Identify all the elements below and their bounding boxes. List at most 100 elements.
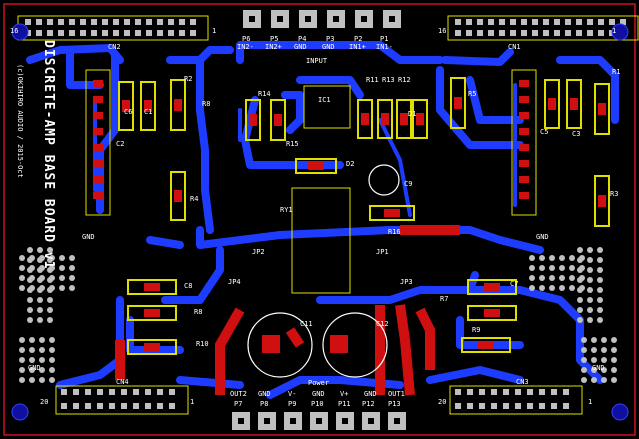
component-body (357, 99, 373, 139)
perf-grid (19, 247, 617, 383)
grid-hole (49, 357, 55, 363)
power-pin-name: GND (258, 390, 271, 398)
header-pin (503, 403, 509, 409)
header-pin (93, 160, 103, 167)
terminal-hole (264, 418, 270, 424)
header-pin (113, 30, 119, 36)
grid-hole (587, 277, 593, 283)
input-label: INPUT (306, 57, 328, 65)
grid-hole (29, 377, 35, 383)
part-label: JP4 (228, 278, 241, 286)
grid-hole (47, 307, 53, 313)
grid-hole (539, 275, 545, 281)
component-pad (381, 113, 389, 125)
copper-layer (115, 225, 460, 396)
grid-hole (69, 285, 75, 291)
grid-hole (539, 265, 545, 271)
power-label: Power (308, 379, 330, 387)
grid-hole (37, 317, 43, 323)
component-body (140, 81, 156, 131)
header-pin (598, 30, 604, 36)
header-pin (146, 30, 152, 36)
power-pin-id: P12 (362, 400, 375, 408)
board-edge (3, 3, 636, 436)
grid-hole (27, 277, 33, 283)
component-body (127, 305, 177, 321)
part-label: JP2 (252, 248, 265, 256)
header-pin (69, 19, 75, 25)
header-pin (157, 19, 163, 25)
grid-hole (19, 265, 25, 271)
part-label: C9 (404, 180, 413, 188)
part-label: R4 (190, 195, 199, 203)
header-pin (93, 192, 103, 199)
grid-hole (597, 277, 603, 283)
header-pin (73, 389, 79, 395)
component-body (170, 171, 186, 221)
grid-hole (549, 285, 555, 291)
header-pin (190, 30, 196, 36)
grid-hole (611, 357, 617, 363)
part-label: C12 (376, 320, 389, 328)
header-pin (157, 403, 163, 409)
part-label: R1 (612, 68, 621, 76)
grid-hole (49, 347, 55, 353)
grid-hole (39, 377, 45, 383)
terminal-hole (305, 16, 311, 22)
component-pad (548, 98, 556, 110)
header-pin (466, 30, 472, 36)
component-body (467, 305, 517, 321)
header-pin (97, 403, 103, 409)
header-pin (93, 112, 103, 119)
header-pin (93, 96, 103, 103)
component-pad (416, 113, 424, 125)
input-pin-label: P6 (242, 35, 251, 43)
grid-hole (47, 297, 53, 303)
header-pin (121, 389, 127, 395)
header-pin (36, 30, 42, 36)
grid-hole (591, 347, 597, 353)
grid-hole (587, 297, 593, 303)
header-pins (25, 19, 626, 409)
power-pin-id: P7 (234, 400, 243, 408)
component-body (245, 99, 261, 141)
header-pin (554, 30, 560, 36)
header-pin-label: 1 (212, 27, 217, 35)
header-pin (527, 403, 533, 409)
board-title: DISCRETE-AMP BASE BOARD v1 (41, 40, 56, 270)
part-label: R7 (440, 295, 449, 303)
grid-hole (29, 367, 35, 373)
grid-hole (601, 357, 607, 363)
grid-hole (581, 377, 587, 383)
component-pad (122, 100, 130, 112)
part-label: R5 (468, 90, 477, 98)
component-body (118, 81, 134, 131)
component-pad (144, 343, 160, 351)
grid-hole (27, 317, 33, 323)
grid-hole (27, 267, 33, 273)
header-pin (609, 19, 615, 25)
header-pin (515, 389, 521, 395)
part-label: R16 (388, 228, 401, 236)
header-pin (488, 30, 494, 36)
header-pin (113, 19, 119, 25)
grid-hole (37, 257, 43, 263)
header-pin (467, 403, 473, 409)
component-pad (174, 190, 182, 202)
grid-hole (581, 347, 587, 353)
grid-hole (19, 367, 25, 373)
power-pin-id: P13 (388, 400, 401, 408)
header-pin (190, 19, 196, 25)
part-label: C3 (572, 130, 581, 138)
header-pin (576, 19, 582, 25)
component-body (594, 175, 610, 227)
electrolytic-caps (247, 164, 400, 378)
header-pin (455, 19, 461, 25)
header-pin (25, 19, 31, 25)
power-pin-name: GND (364, 390, 377, 398)
header-pin (85, 403, 91, 409)
component-pad (484, 283, 500, 291)
terminals (232, 10, 406, 430)
grid-hole (37, 247, 43, 253)
grid-hole (549, 275, 555, 281)
